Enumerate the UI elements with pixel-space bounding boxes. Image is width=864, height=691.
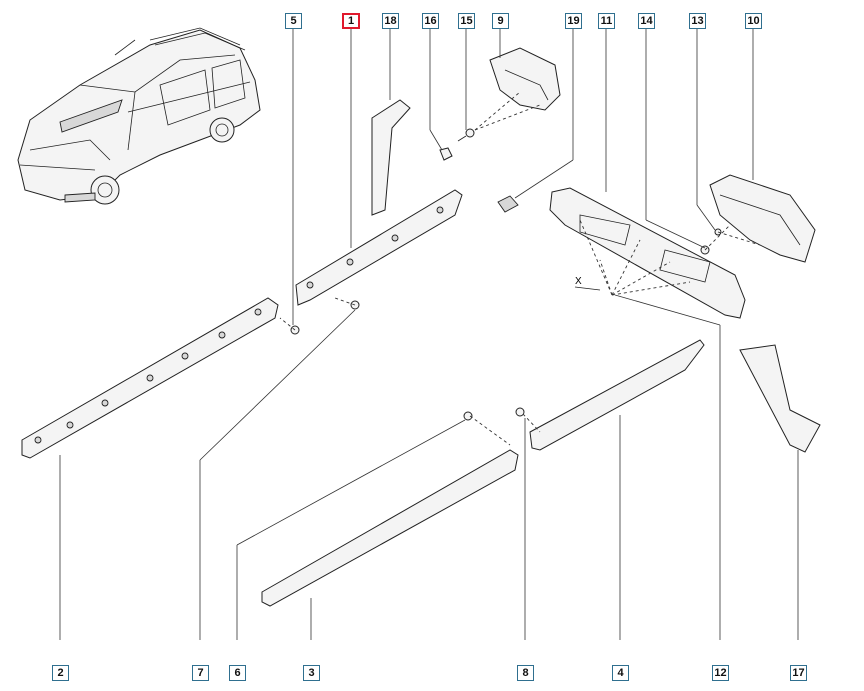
callout-11[interactable]: 11 <box>598 13 615 29</box>
part-15-screw[interactable] <box>457 128 475 142</box>
callout-5[interactable]: 5 <box>285 13 302 29</box>
part-18-pillar-trim[interactable] <box>371 99 411 216</box>
leader-lines <box>59 29 799 640</box>
x-reference-label: X <box>575 276 582 287</box>
callout-15[interactable]: 15 <box>458 13 475 29</box>
callout-19[interactable]: 19 <box>565 13 582 29</box>
callout-12[interactable]: 12 <box>712 665 729 681</box>
callout-8[interactable]: 8 <box>517 665 534 681</box>
callout-2[interactable]: 2 <box>52 665 69 681</box>
vehicle-illustration <box>17 27 261 205</box>
part-8-screw[interactable] <box>515 407 525 417</box>
part-17-cpillar-trim[interactable] <box>739 344 821 453</box>
part-11-tailgate-garnish[interactable] <box>549 187 746 319</box>
part-4-quarter-moulding[interactable] <box>529 339 705 451</box>
callout-3[interactable]: 3 <box>303 665 320 681</box>
part-10-mirror-cap[interactable] <box>709 174 816 263</box>
callout-9[interactable]: 9 <box>492 13 509 29</box>
callout-18[interactable]: 18 <box>382 13 399 29</box>
callout-7[interactable]: 7 <box>192 665 209 681</box>
assembly-lines <box>279 91 761 446</box>
part-16-clip[interactable] <box>439 147 453 161</box>
part-6-screw[interactable] <box>463 411 473 421</box>
callout-6[interactable]: 6 <box>229 665 246 681</box>
part-1-door-moulding[interactable] <box>295 189 463 306</box>
callout-1[interactable]: 1 <box>342 13 360 29</box>
callout-16[interactable]: 16 <box>422 13 439 29</box>
callout-4[interactable]: 4 <box>612 665 629 681</box>
callout-17[interactable]: 17 <box>790 665 807 681</box>
part-19-clip[interactable] <box>497 195 519 213</box>
callout-13[interactable]: 13 <box>689 13 706 29</box>
callout-10[interactable]: 10 <box>745 13 762 29</box>
callout-14[interactable]: 14 <box>638 13 655 29</box>
part-3-rear-moulding[interactable] <box>261 449 519 607</box>
